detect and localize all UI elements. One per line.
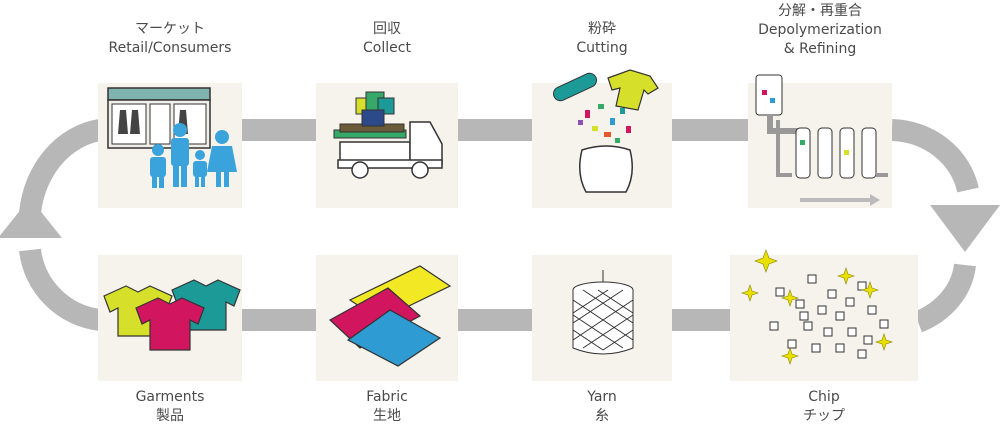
collect-en: Collect [363, 40, 411, 56]
label-collect: 回収 Collect [287, 20, 487, 58]
left-loop-arrow [0, 119, 103, 331]
chip-en: Chip [808, 389, 840, 405]
label-depolymerization: 分解・再重合 Depolymerization & Refining [720, 2, 920, 59]
cutting-illustration [532, 69, 672, 208]
garments-illustration [98, 255, 242, 381]
collect-jp: 回収 [373, 21, 401, 37]
yarn-en: Yarn [587, 389, 617, 405]
chip-jp: チップ [803, 408, 845, 424]
label-cutting: 粉砕 Cutting [502, 20, 702, 58]
label-chip: Chip チップ [724, 388, 924, 426]
label-retail: マーケット Retail/Consumers [70, 20, 270, 58]
fabric-en: Fabric [366, 389, 408, 405]
chip-illustration [730, 249, 918, 381]
depoly-en-line1: Depolymerization [758, 22, 882, 38]
label-fabric: Fabric 生地 [287, 388, 487, 426]
depoly-en-line2: & Refining [783, 41, 857, 57]
cutting-jp: 粉砕 [588, 21, 616, 37]
retail-jp: マーケット [135, 21, 205, 37]
depolymerization-illustration [748, 74, 892, 208]
yarn-spool-illustration [532, 255, 672, 381]
garments-en: Garments [135, 389, 205, 405]
label-yarn: Yarn 糸 [502, 388, 702, 426]
retail-illustration [98, 83, 242, 208]
depoly-jp: 分解・再重合 [778, 3, 862, 19]
garments-jp: 製品 [156, 408, 184, 424]
retail-en: Retail/Consumers [108, 40, 232, 56]
cutting-en: Cutting [576, 40, 628, 56]
fabric-jp: 生地 [373, 408, 401, 424]
collect-truck-illustration [316, 83, 458, 208]
right-loop-arrow [891, 119, 1000, 333]
yarn-jp: 糸 [595, 408, 609, 424]
label-garments: Garments 製品 [70, 388, 270, 426]
fabric-rolls-illustration [316, 255, 458, 381]
